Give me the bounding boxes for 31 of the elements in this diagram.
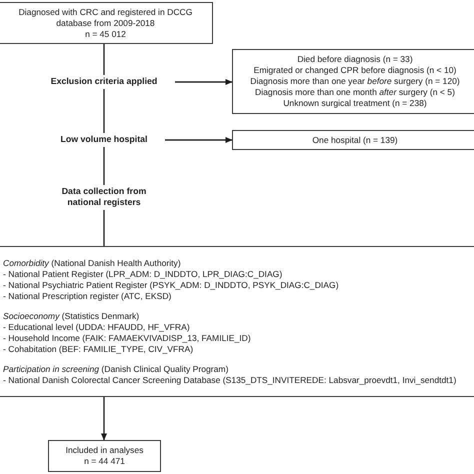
register-line: - National Danish Colorectal Cancer Screening Database (S135_DTS_INVITEREDE: Labsvar_proevdt1, Invi_sendtdt1) <box>3 374 458 386</box>
box-text: Diagnosis more than one month after surgery (n < 5) <box>255 87 455 98</box>
arrow <box>101 397 107 440</box>
process-box <box>232 130 474 150</box>
box-text: n = 44 471 <box>84 456 125 467</box>
connector-line <box>103 147 105 185</box>
register-line: - Household Income (FAIK: FAMAEKVIVADISP_13, FAMILIE_ID) <box>3 332 252 344</box>
register-line: - National Prescription register (ATC, EKSD) <box>3 290 172 302</box>
register-line: - National Psychiatric Patient Register (PSYK_ADM: D_INDDTO, PSYK_DIAG:C_DIAG) <box>3 280 340 290</box>
box-text: Died before diagnosis (n = 33) <box>297 54 413 65</box>
arrow <box>165 137 232 143</box>
box-text: Emigrated or changed CPR before diagnosis (n < 10) <box>254 65 456 76</box>
box-text: Diagnosis more than one year before surgery (n = 120) <box>250 76 460 87</box>
register-line: Comorbidity (National Danish Health Authority) <box>3 258 182 268</box>
register-line: - Educational level (UDDA: HFAUDD, HF_VFRA) <box>3 322 191 332</box>
box-text: One hospital (n = 139) <box>312 134 398 146</box>
box-text: Unknown surgical treatment (n = 238) <box>283 98 427 109</box>
register-line: Participation in screening (Danish Clinical Quality Program) <box>3 364 230 374</box>
process-box <box>232 49 474 114</box>
box-text: n = 45 012 <box>85 28 126 40</box>
arrow <box>175 79 232 85</box>
connector-line <box>103 89 105 133</box>
process-box <box>0 246 474 397</box>
box-text: Included in analyses <box>66 445 144 456</box>
process-box <box>48 440 161 472</box>
register-line: Socioeconomy (Statistics Denmark) <box>3 310 140 322</box>
connector-line <box>103 210 105 246</box>
register-line: - Cohabitation (BEF: FAMILIE_TYPE, CIV_VFRA) <box>3 344 194 354</box>
process-box <box>0 2 213 44</box>
connector-line <box>103 44 105 75</box>
register-line: - National Patient Register (LPR_ADM: D_INDDTO, LPR_DIAG:C_DIAG) <box>3 268 284 280</box>
